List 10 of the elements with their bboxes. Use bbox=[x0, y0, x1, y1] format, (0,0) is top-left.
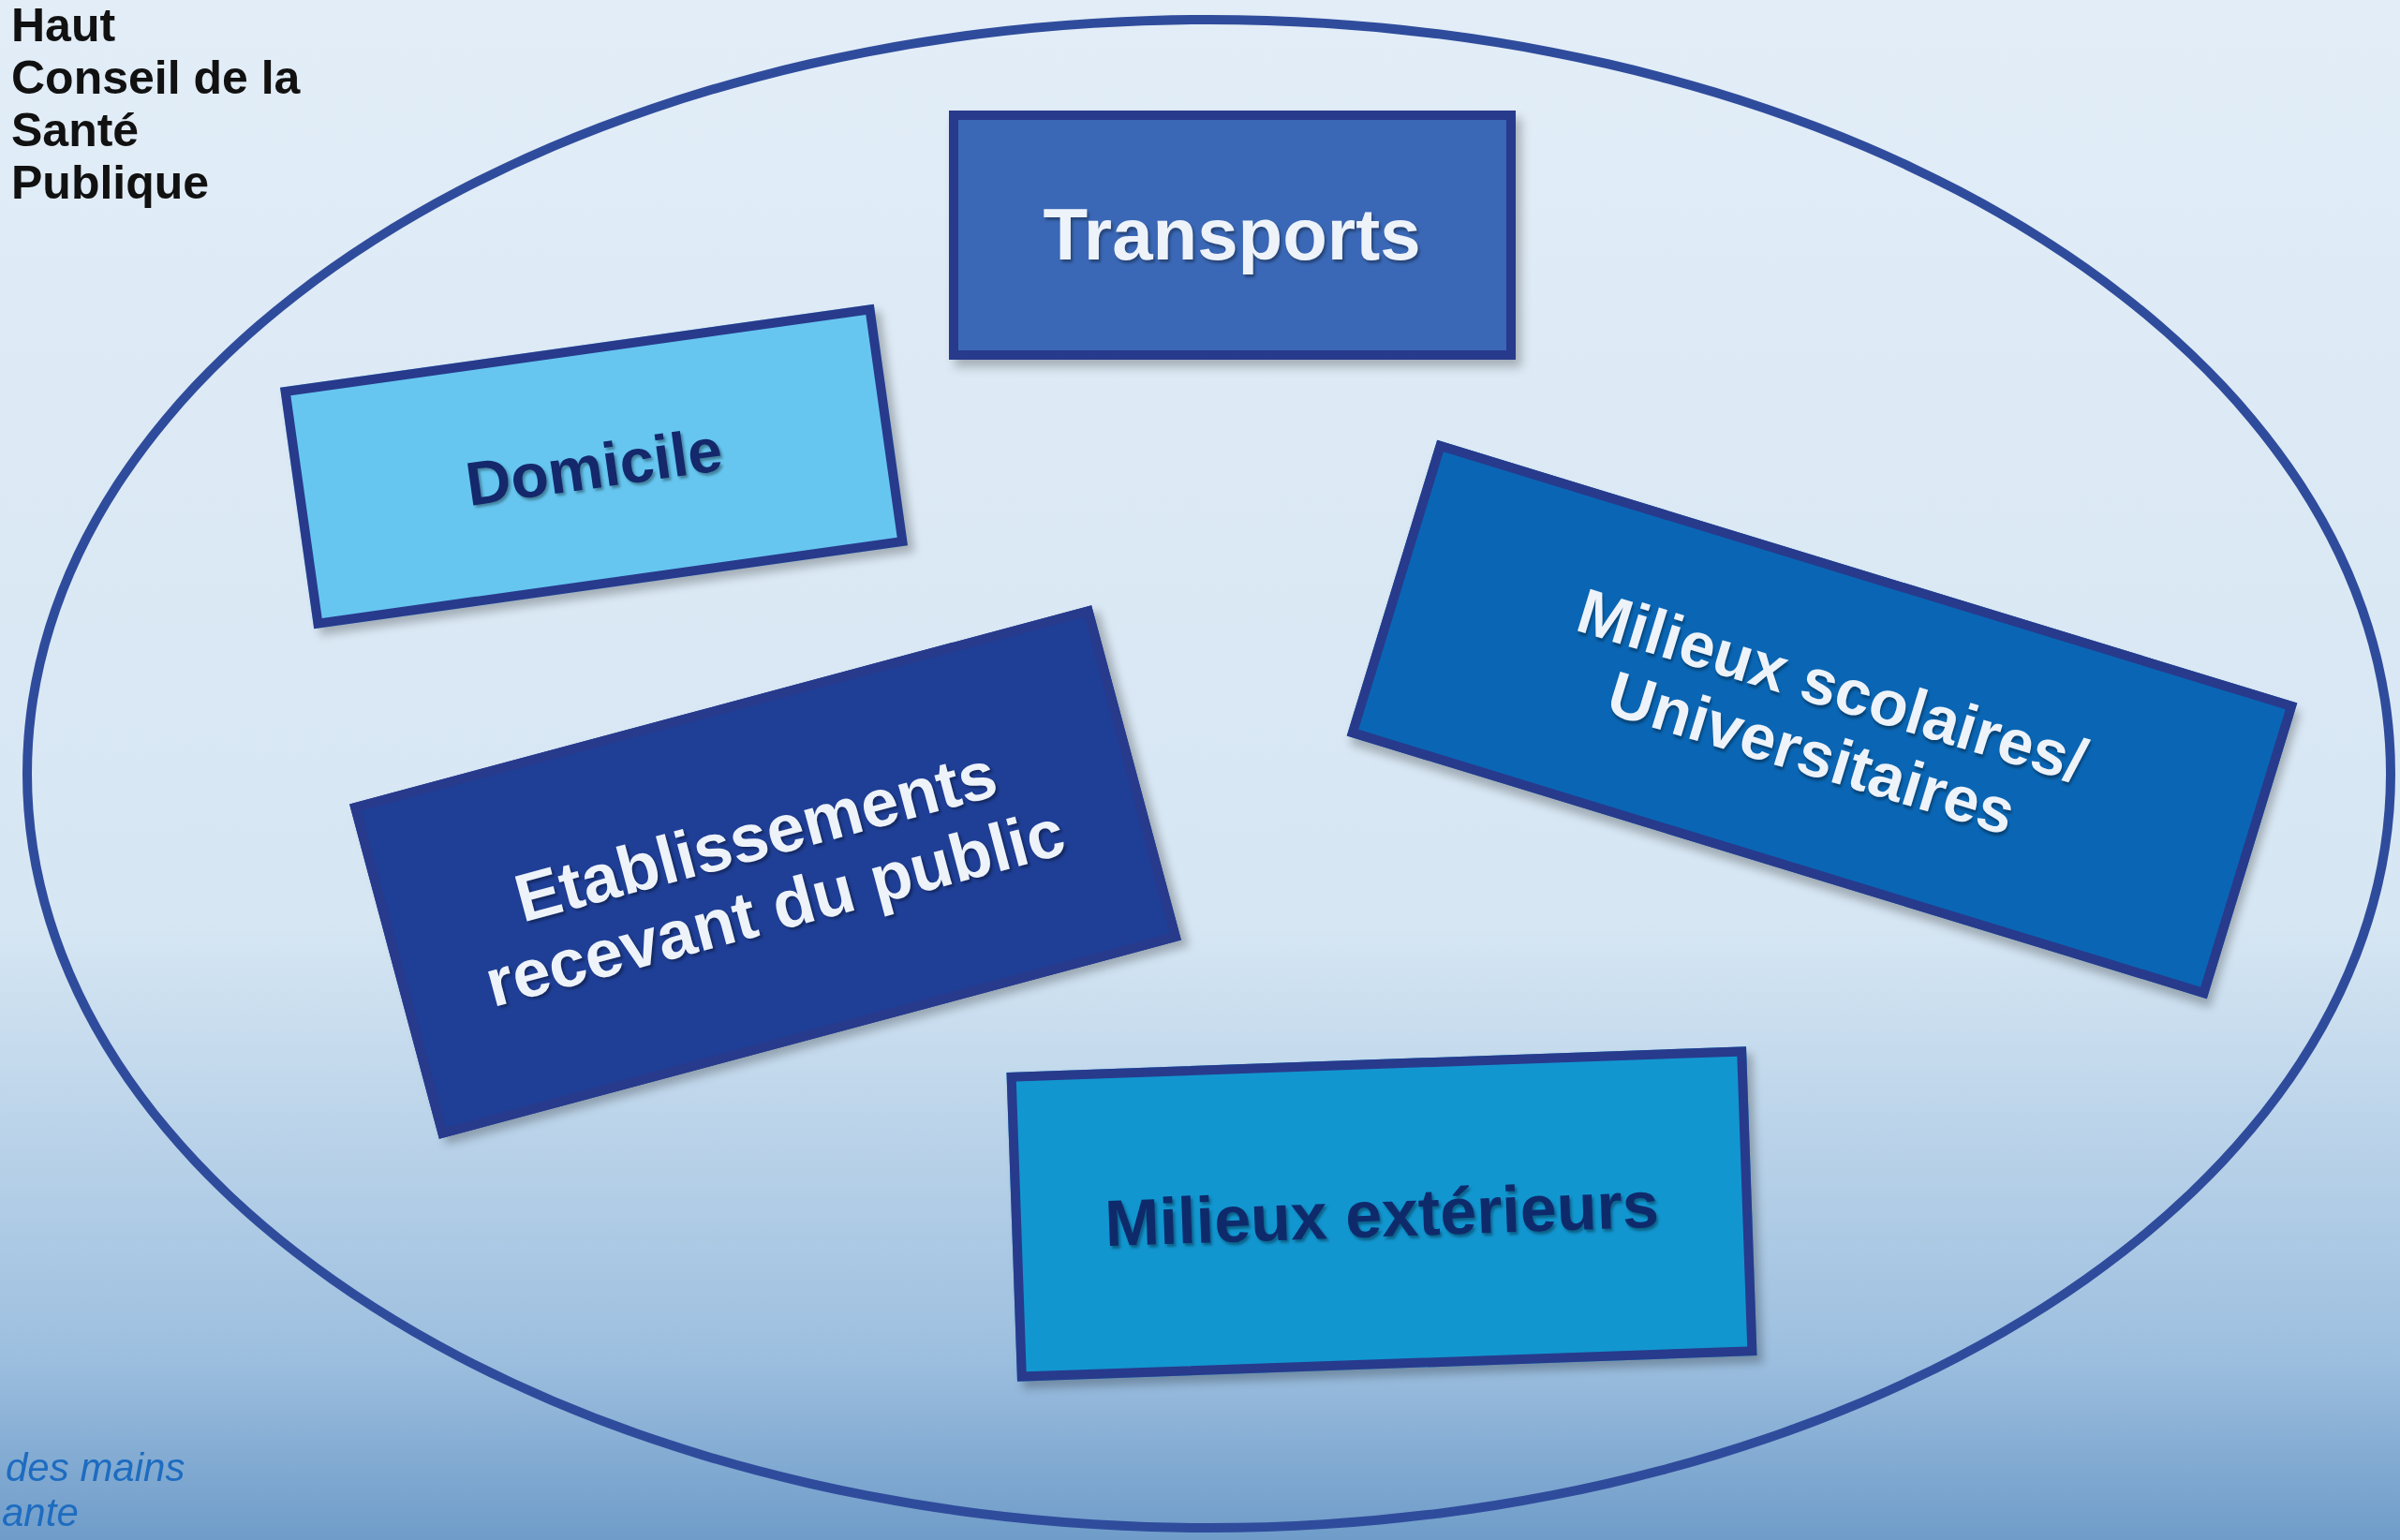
footer-text: des mains bbox=[6, 1448, 185, 1488]
box-label: Transports bbox=[1042, 195, 1422, 275]
box-label: Domicile bbox=[460, 412, 728, 521]
box-label: Milieux extérieurs bbox=[1103, 1167, 1661, 1261]
header-text: Haut bbox=[11, 2, 116, 49]
header-text: Santé bbox=[11, 107, 140, 154]
category-box bbox=[948, 111, 1516, 360]
header-text: Publique bbox=[11, 159, 210, 206]
header-text: Conseil de la bbox=[11, 54, 301, 101]
footer-text: ante bbox=[2, 1493, 79, 1533]
